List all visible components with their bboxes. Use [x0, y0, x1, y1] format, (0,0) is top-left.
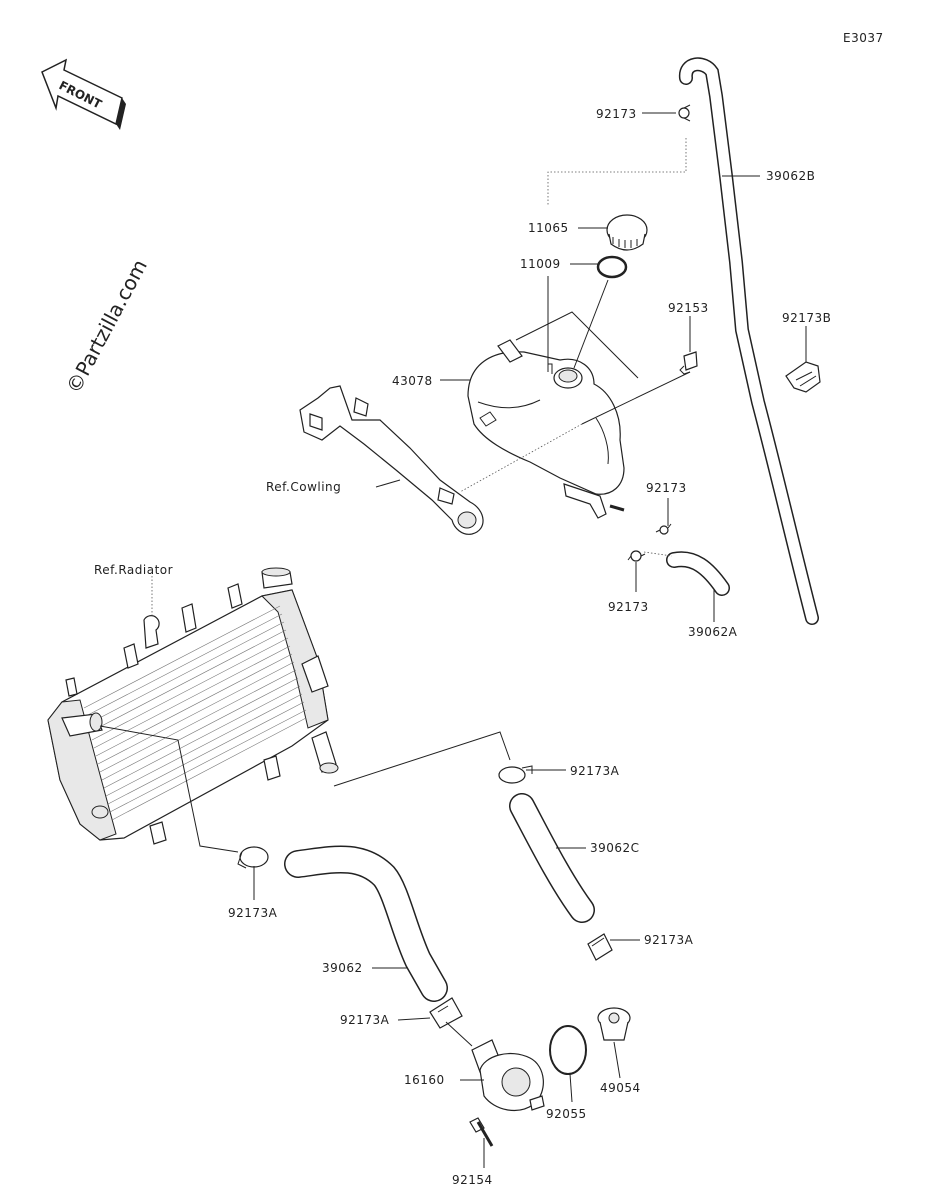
label-39062c: 39062C	[590, 841, 640, 855]
label-11065: 11065	[528, 221, 569, 235]
label-92153: 92153	[668, 301, 709, 315]
watermark: ©Partzilla.com	[61, 255, 152, 397]
label-92173b: 92173B	[782, 311, 831, 325]
diagram-code: E3037	[843, 31, 884, 45]
bolt-92153	[679, 351, 698, 375]
hose-39062c	[509, 793, 595, 923]
label-92173-low: 92173	[608, 600, 649, 614]
clamp-92173-low	[627, 550, 646, 562]
thermostat-49054	[597, 1007, 631, 1041]
o-ring-92055	[549, 1025, 587, 1075]
label-92173a-2: 92173A	[644, 933, 694, 947]
label-92173a-4: 92173A	[340, 1013, 390, 1027]
label-39062a: 39062A	[688, 625, 738, 639]
thermostat-housing-16160	[471, 1039, 545, 1112]
label-49054: 49054	[600, 1081, 641, 1095]
gasket-11009	[596, 255, 628, 279]
label-92173-mid: 92173	[646, 481, 687, 495]
leader-lines	[99, 112, 807, 1168]
label-92173a-1: 92173A	[570, 764, 620, 778]
label-ref-cowling: Ref.Cowling	[266, 480, 341, 494]
label-39062b: 39062B	[766, 169, 815, 183]
label-39062: 39062	[322, 961, 363, 975]
label-92173-top: 92173	[596, 107, 637, 121]
label-92173a-3: 92173A	[228, 906, 278, 920]
cowling-bracket	[299, 385, 484, 535]
clip-92173b	[785, 361, 821, 393]
clamp-92173a-1	[498, 765, 533, 784]
label-92154: 92154	[452, 1173, 493, 1187]
label-ref-radiator: Ref.Radiator	[94, 563, 173, 577]
part-labels: 92173 39062B 11065 11009 92153 92173B 43…	[94, 107, 831, 1187]
clamp-92173a-3	[237, 846, 269, 869]
reservoir-tank-43078	[467, 339, 625, 519]
radiator-fins	[83, 605, 307, 821]
label-43078: 43078	[392, 374, 433, 388]
front-arrow-icon: FRONT	[41, 58, 126, 130]
label-92055: 92055	[546, 1107, 587, 1121]
clamp-92173a-4	[429, 997, 463, 1029]
clamp-92173-top	[678, 104, 691, 122]
bolt-92154	[469, 1117, 494, 1147]
clamp-92173-mid	[655, 523, 672, 535]
clamp-92173a-2	[587, 933, 613, 961]
label-16160: 16160	[404, 1073, 445, 1087]
label-11009: 11009	[520, 257, 561, 271]
cap-11065	[606, 214, 648, 251]
hose-39062a	[666, 551, 730, 596]
hose-39062b	[679, 57, 819, 625]
hose-39062	[284, 845, 448, 1002]
radiator	[47, 567, 339, 845]
